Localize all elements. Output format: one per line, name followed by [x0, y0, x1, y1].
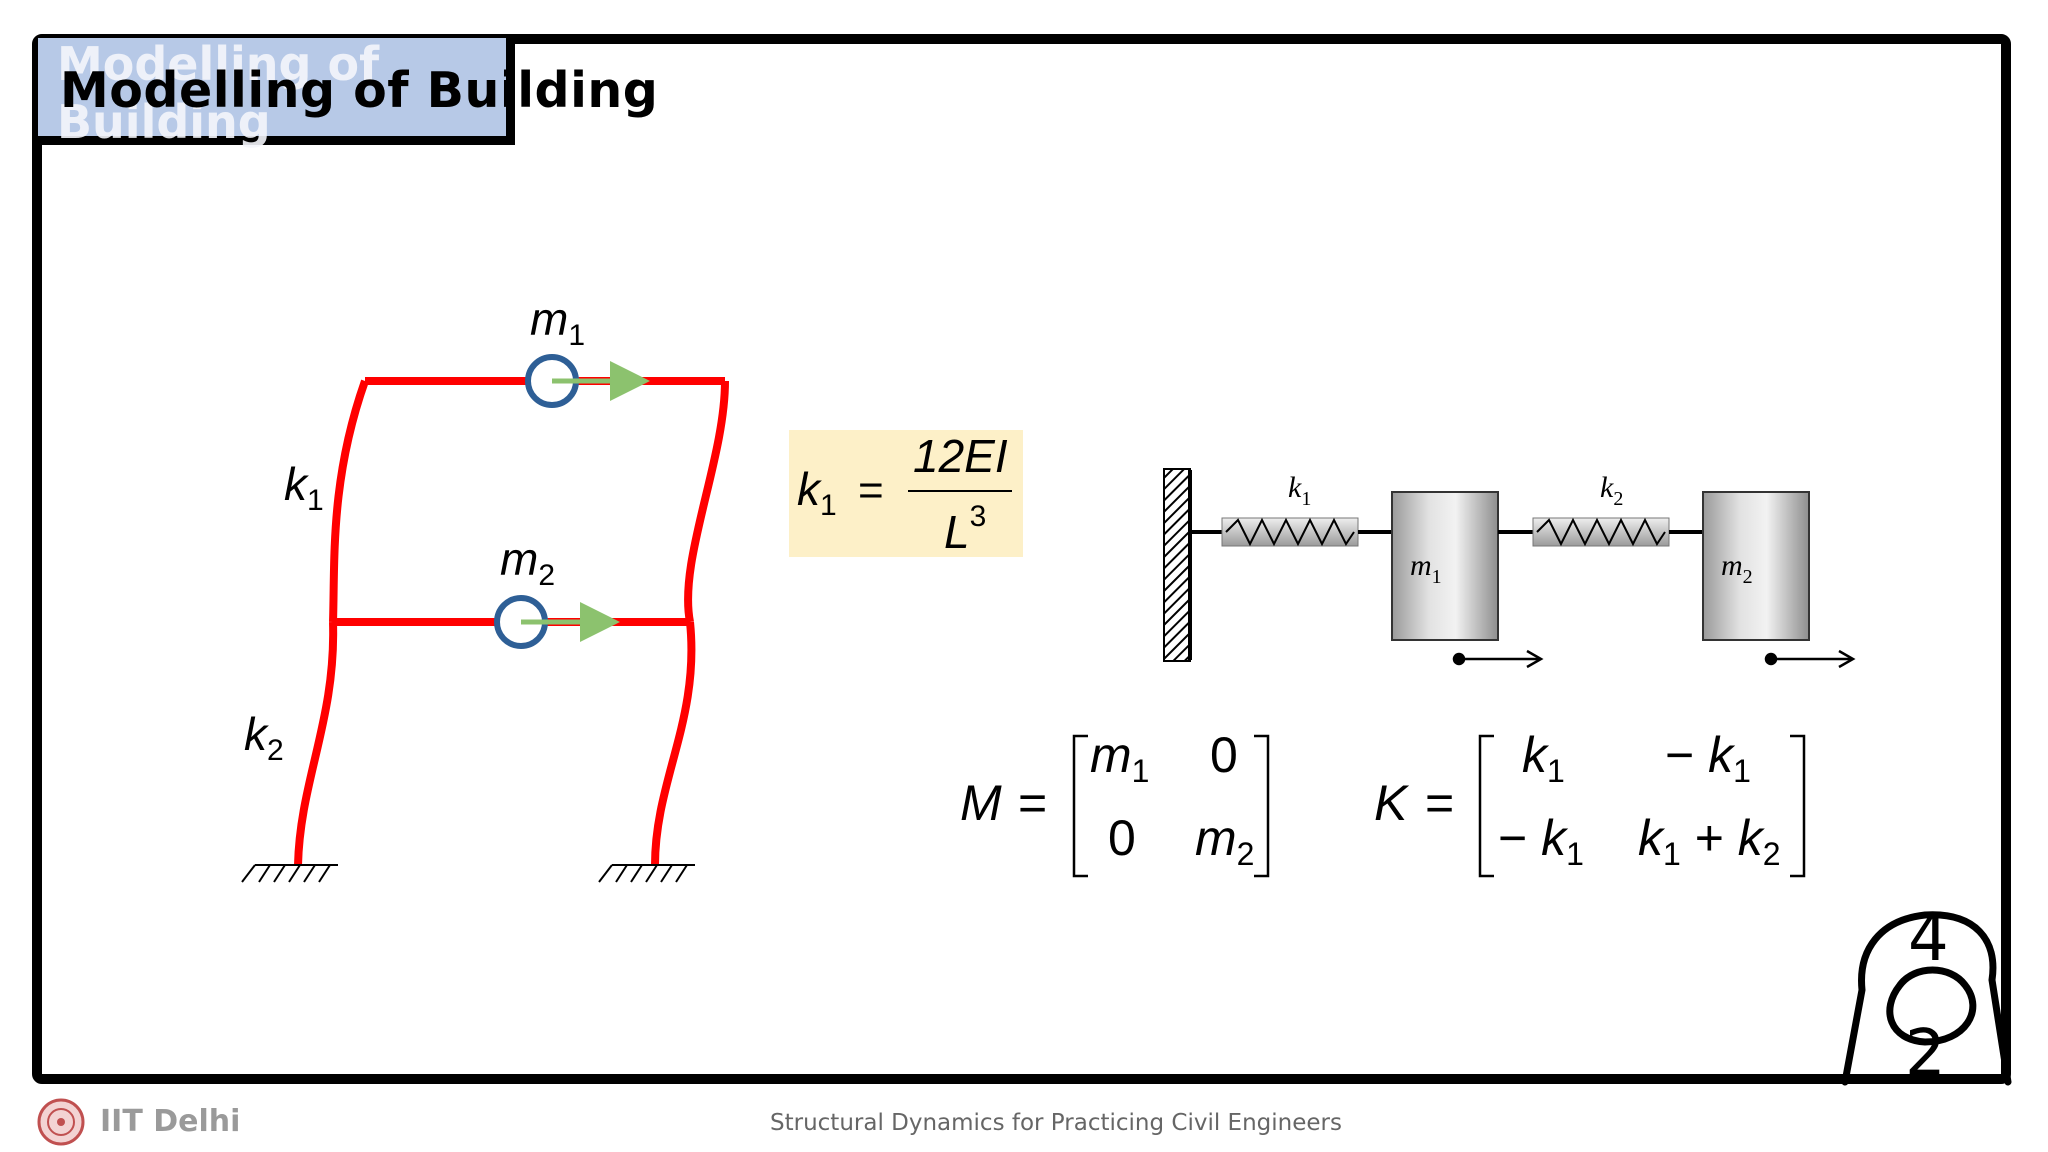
mass-matrix-left-bracket	[1072, 734, 1088, 878]
spring-1-housing	[1221, 517, 1359, 547]
stiffness-matrix-r2c1: − k1	[1498, 810, 1584, 872]
mass-matrix-symbol: M	[960, 775, 1002, 831]
frame-label-k2: k2	[244, 708, 284, 767]
pen-annotation: 4 2	[1841, 902, 2012, 1091]
frame-left-upper-column	[329, 379, 369, 623]
left-fixed-support	[241, 864, 338, 883]
frame-label-k1: k1	[284, 458, 324, 517]
title-box	[38, 38, 515, 145]
mass-matrix-r1c1: m1	[1090, 727, 1149, 789]
right-fixed-support	[598, 864, 695, 883]
pen-annotation-loop	[1886, 966, 1977, 1046]
svg-text:k1: k1	[797, 463, 837, 522]
formula-numerator: 12EI	[913, 430, 1008, 482]
frame-right-upper-column	[684, 380, 729, 623]
stiffness-matrix-r2c2: k1 + k2	[1638, 810, 1781, 872]
stiffness-formula: k1 = 12EI L3	[789, 430, 1023, 558]
footer-institute-name: IIT Delhi	[100, 1104, 241, 1139]
spring-1-coil	[1225, 517, 1355, 547]
stiffness-matrix-equals: =	[1425, 775, 1454, 831]
stiffness-matrix-r1c2: − k1	[1665, 727, 1751, 789]
mass-label-m1: m1	[1410, 549, 1442, 588]
displacement-arrow-1	[1452, 649, 1544, 669]
formula-denominator: L	[944, 506, 970, 558]
spring-2-coil	[1536, 517, 1666, 547]
spring-mass-model: k1 k2 m1 m2	[1163, 468, 1856, 669]
spring-2-housing	[1532, 517, 1670, 547]
frame-left-lower-column	[294, 621, 338, 866]
formula-lhs: k	[797, 463, 822, 515]
footer-course-title: Structural Dynamics for Practicing Civil…	[770, 1110, 1342, 1136]
stiffness-matrix-right-bracket	[1790, 734, 1806, 878]
stiffness-matrix-symbol: K	[1374, 775, 1410, 831]
mass-block-2	[1702, 491, 1810, 641]
displacement-arrow-2	[1764, 649, 1856, 669]
frame-label-m2: m2	[500, 533, 555, 592]
slide-frame	[32, 34, 2011, 1084]
frame-label-m1: m1	[530, 293, 585, 352]
svg-text:L3: L3	[944, 500, 986, 558]
spring-label-k1: k1	[1288, 471, 1311, 510]
title-ghost-text: Modelling of Building	[57, 37, 380, 149]
slide-title: Modelling of Building	[60, 62, 659, 119]
pen-annotation-bottom-digit: 2	[1905, 1017, 1946, 1091]
mass-block-1	[1391, 491, 1499, 641]
fixed-wall	[1163, 468, 1191, 662]
mass-label-m2: m2	[1721, 549, 1753, 588]
stiffness-matrix-r1c1: k1	[1522, 727, 1565, 789]
spring-label-k2: k2	[1600, 471, 1623, 510]
formula-equals: =	[858, 466, 884, 515]
stiffness-matrix: K = k1 − k1 − k1 k1 + k2	[1374, 727, 1806, 878]
mass-matrix: M = m1 0 0 m2	[960, 727, 1270, 878]
mass-matrix-r2c1: 0	[1108, 810, 1136, 866]
mass-matrix-right-bracket	[1254, 734, 1270, 878]
iit-delhi-logo	[37, 1098, 85, 1146]
node-m2	[494, 595, 620, 649]
frame-right-lower-column	[651, 621, 696, 866]
mass-matrix-r2c2: m2	[1195, 810, 1254, 872]
mass-matrix-r1c2: 0	[1210, 727, 1238, 783]
formula-background	[789, 430, 1023, 557]
mass-matrix-equals: =	[1018, 775, 1047, 831]
pen-annotation-top-digit: 4	[1908, 902, 1949, 976]
node-m1	[525, 354, 650, 408]
stiffness-matrix-left-bracket	[1478, 734, 1494, 878]
pen-annotation-bag-outline	[1841, 911, 2012, 1086]
